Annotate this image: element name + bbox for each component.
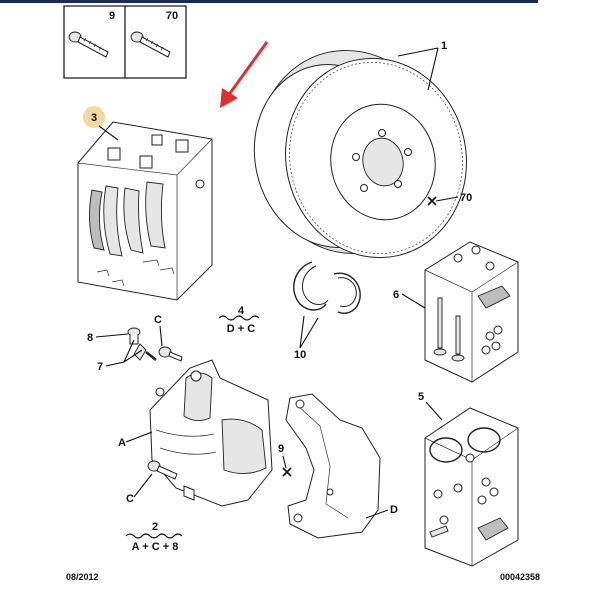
callout-D: D [390,504,398,516]
callout-2: 2 [152,521,158,533]
bolt-set [127,327,183,362]
kit-box-5 [424,407,519,567]
callout-4-detail: D + C [227,323,255,335]
callout-C-top: C [154,314,162,326]
callout-5: 5 [418,391,424,403]
kit-box-6 [424,241,519,383]
top-rule [0,0,538,3]
screw-label-70: 70 [166,10,178,22]
callout-1: 1 [441,40,447,52]
callout-3: 3 [91,112,97,124]
pad-kit-box [77,121,213,301]
callout-8: 8 [87,332,93,344]
callout-2-detail: A + C + 8 [132,541,179,553]
screw-label-9: 9 [109,10,115,22]
callout-A: A [118,437,126,449]
screw-icon [130,31,171,58]
caliper-bolt [147,460,178,480]
callout-C-bottom: C [126,493,134,505]
callout-9: 9 [278,443,284,455]
red-arrow-icon [220,41,269,108]
screw-legend-box: 9 70 [63,5,187,79]
footer-date: 08/2012 [66,572,99,582]
cross-marker-icon [282,467,292,477]
screw-icon [68,31,109,58]
callout-3-badge [83,106,105,128]
carrier-bracket [285,393,381,539]
brake-disc [253,49,467,259]
callout-6: 6 [393,289,399,301]
footer-reference: 00042358 [500,572,540,582]
callout-4: 4 [238,305,245,317]
cross-marker-icon [427,196,437,206]
callout-70: 70 [460,192,472,204]
caliper [149,359,273,507]
callout-10: 10 [294,349,306,361]
callout-7: 7 [97,361,103,373]
spring-clips [293,261,361,314]
